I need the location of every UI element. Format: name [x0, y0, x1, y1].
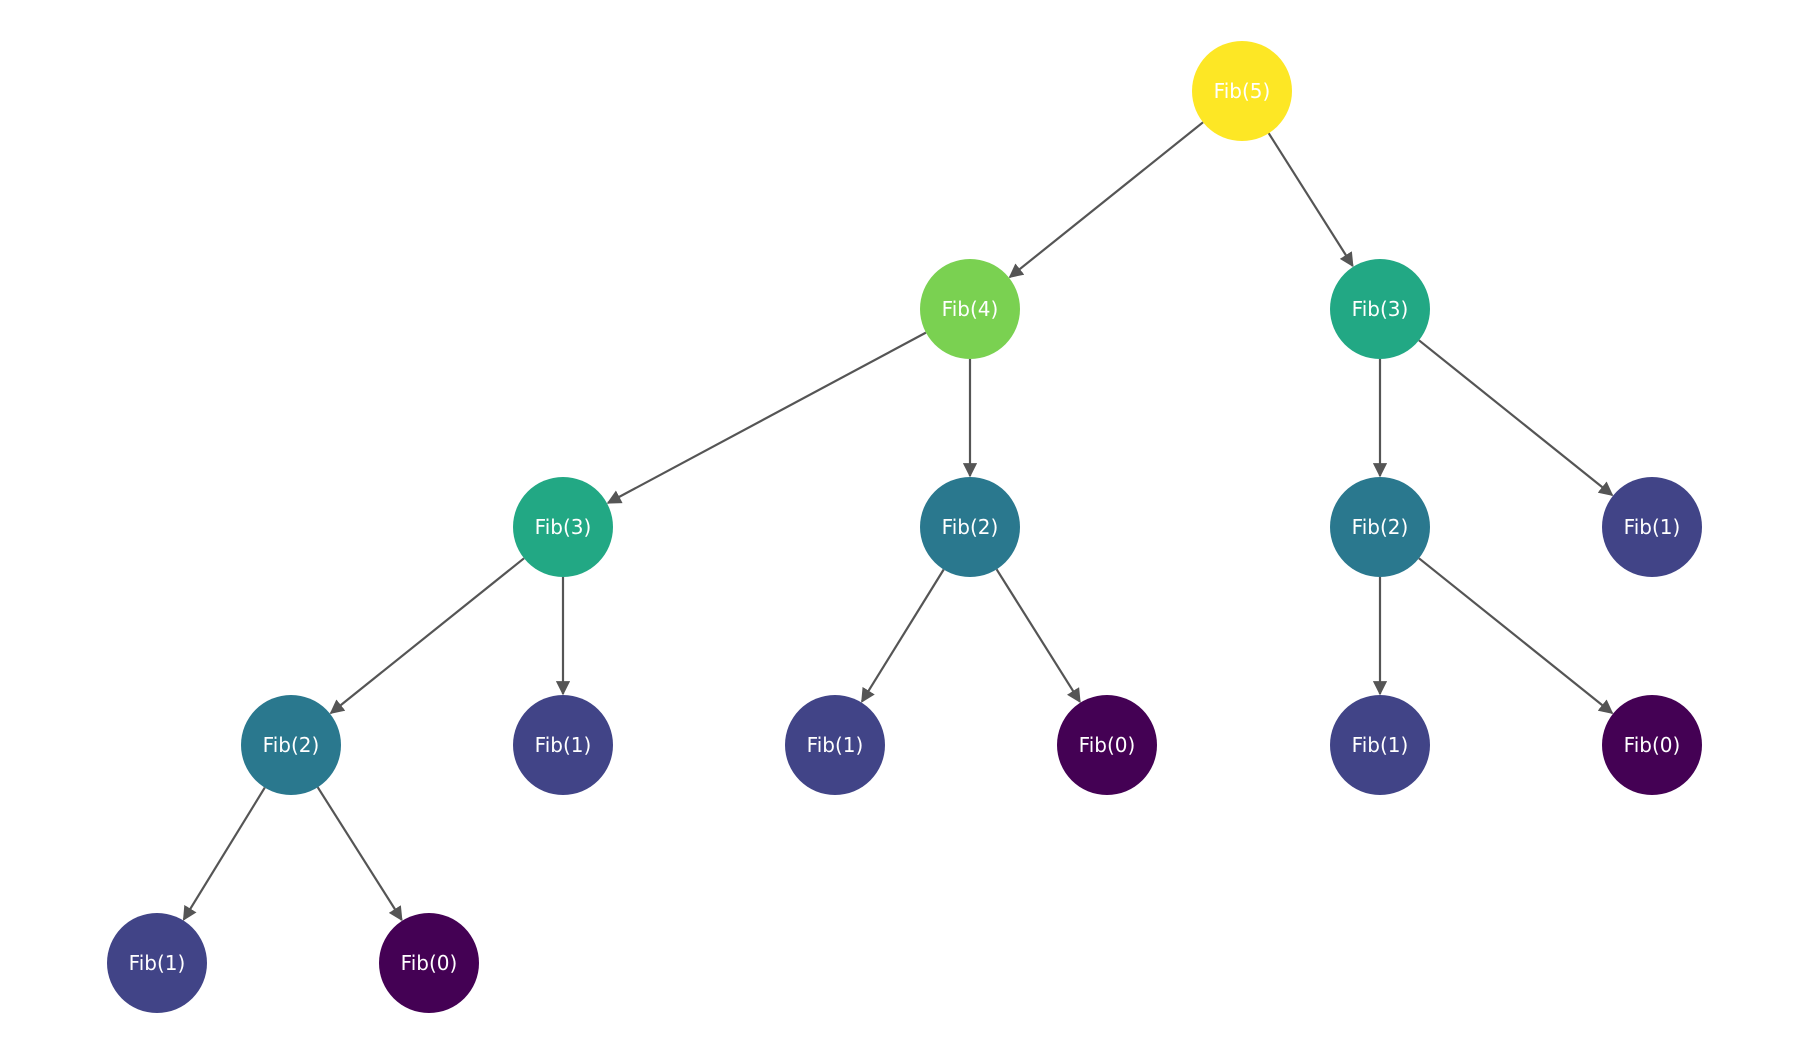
tree-node-n10: Fib(0) [1057, 695, 1157, 795]
node-circle [1057, 695, 1157, 795]
node-label: Fib(0) [1079, 733, 1136, 757]
tree-node-n1: Fib(4) [920, 259, 1020, 359]
node-circle [1330, 695, 1430, 795]
node-label: Fib(1) [1352, 733, 1409, 757]
nodes-layer: Fib(5) Fib(4) Fib(3) Fib(3) Fib(2) Fib(2) Fib(… [107, 41, 1702, 1013]
tree-node-n13: Fib(1) [107, 913, 207, 1013]
node-label: Fib(1) [535, 733, 592, 757]
tree-node-n14: Fib(0) [379, 913, 479, 1013]
tree-node-n3: Fib(3) [513, 477, 613, 577]
tree-node-n6: Fib(1) [1602, 477, 1702, 577]
tree-node-n12: Fib(0) [1602, 695, 1702, 795]
node-circle [513, 695, 613, 795]
edges-layer [182, 121, 1614, 922]
node-label: Fib(2) [942, 515, 999, 539]
node-label: Fib(0) [1624, 733, 1681, 757]
node-circle [241, 695, 341, 795]
node-label: Fib(1) [807, 733, 864, 757]
edge-n5-to-n12 [1418, 557, 1614, 714]
tree-node-n11: Fib(1) [1330, 695, 1430, 795]
node-label: Fib(2) [1352, 515, 1409, 539]
node-circle [1330, 259, 1430, 359]
tree-node-n4: Fib(2) [920, 477, 1020, 577]
node-circle [1602, 477, 1702, 577]
tree-node-n7: Fib(2) [241, 695, 341, 795]
edge-n3-to-n7 [329, 557, 525, 714]
edge-n0-to-n2 [1267, 132, 1354, 268]
node-circle [107, 913, 207, 1013]
edge-n1-to-n3 [606, 331, 927, 504]
tree-node-n0: Fib(5) [1192, 41, 1292, 141]
node-label: Fib(5) [1214, 79, 1271, 103]
edge-n0-to-n1 [1008, 121, 1204, 278]
tree-node-n2: Fib(3) [1330, 259, 1430, 359]
node-circle [920, 259, 1020, 359]
edge-n2-to-n6 [1418, 339, 1614, 496]
edge-n4-to-n10 [995, 568, 1081, 704]
node-circle [379, 913, 479, 1013]
node-label: Fib(1) [1624, 515, 1681, 539]
tree-node-n5: Fib(2) [1330, 477, 1430, 577]
node-label: Fib(0) [401, 951, 458, 975]
tree-node-n9: Fib(1) [785, 695, 885, 795]
node-circle [1602, 695, 1702, 795]
edge-n7-to-n14 [316, 786, 403, 922]
node-circle [513, 477, 613, 577]
node-label: Fib(2) [263, 733, 320, 757]
node-circle [1330, 477, 1430, 577]
edge-n4-to-n9 [860, 568, 945, 703]
node-label: Fib(1) [129, 951, 186, 975]
node-label: Fib(4) [942, 297, 999, 321]
node-circle [1192, 41, 1292, 141]
node-label: Fib(3) [1352, 297, 1409, 321]
node-circle [785, 695, 885, 795]
node-circle [920, 477, 1020, 577]
edge-n7-to-n13 [182, 787, 266, 921]
tree-node-n8: Fib(1) [513, 695, 613, 795]
node-label: Fib(3) [535, 515, 592, 539]
